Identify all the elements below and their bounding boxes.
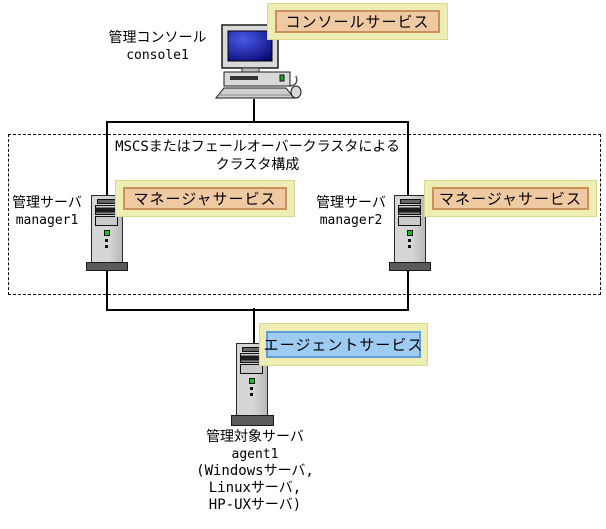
server-detail [105,239,108,242]
monitor-stand [241,67,260,73]
manager1-service-label: マネージャサービス [123,187,287,210]
tower-server-icon-manager2 [394,195,426,264]
agent-platform-line3: HP-UXサーバ) [208,497,302,513]
agent-label-text: 管理対象サーバ [206,429,304,445]
manager2-label-text: 管理サーバ [316,195,386,211]
drive-bay [240,364,263,374]
console-hostname: console1 [126,48,189,63]
server-detail [408,245,411,248]
agent-service-box: エージェントサービス [259,323,428,366]
console-service-label: コンソールサービス [275,10,440,33]
cluster-caption-line2: クラスタ構成 [215,157,300,173]
power-led [104,230,110,236]
drive-bay [95,216,118,226]
agent-platform-line1: (Windowsサーバ, [196,463,314,479]
power-led [279,74,285,82]
power-led [407,230,413,236]
agent-service-label: エージェントサービス [264,331,422,358]
mouse-cable [289,75,298,87]
cluster-boundary-dashed-box [8,134,601,295]
cluster-caption-line1: MSCSまたはフェールオーバークラスタによる [115,139,400,155]
manager2-label: 管理サーバ manager2 [309,194,393,229]
agent-hostname: agent1 [231,447,279,462]
manager1-label: 管理サーバ manager1 [5,194,89,229]
manager2-service-label: マネージャサービス [432,187,589,210]
console-label: 管理コンソール console1 [100,29,215,64]
cluster-caption: MSCSまたはフェールオーバークラスタによる クラスタ構成 [106,138,409,174]
floppy-slot [230,76,258,80]
manager1-service-box: マネージャサービス [115,180,295,217]
console-label-text: 管理コンソール [108,30,207,46]
tower-server-icon-manager1 [91,195,123,264]
manager1-hostname: manager1 [15,213,79,228]
mouse [290,85,302,99]
manager2-hostname: manager2 [319,213,383,228]
agent-platform-line2: Linuxサーバ, [208,480,302,496]
desktop-computer-icon [214,24,302,99]
server-detail [250,387,253,390]
server-base-manager2 [389,262,431,271]
drive-bay [398,205,421,215]
connector-cluster-to-agent [253,308,255,346]
server-base-manager1 [86,262,128,271]
server-detail [408,239,411,242]
server-base-agent1 [231,415,274,426]
manager2-service-box: マネージャサービス [424,180,597,217]
power-led [249,378,255,384]
drive-bay [398,216,421,226]
connector-console-to-cluster [253,99,255,123]
server-detail [105,245,108,248]
monitor-screen [227,30,273,62]
server-vent [400,199,421,204]
server-detail [250,393,253,396]
agent-label: 管理対象サーバ agent1 (Windowsサーバ, Linuxサーバ, HP… [163,429,347,514]
manager1-label-text: 管理サーバ [12,195,82,211]
keyboard [214,87,296,99]
console-service-box: コンソールサービス [267,3,448,40]
